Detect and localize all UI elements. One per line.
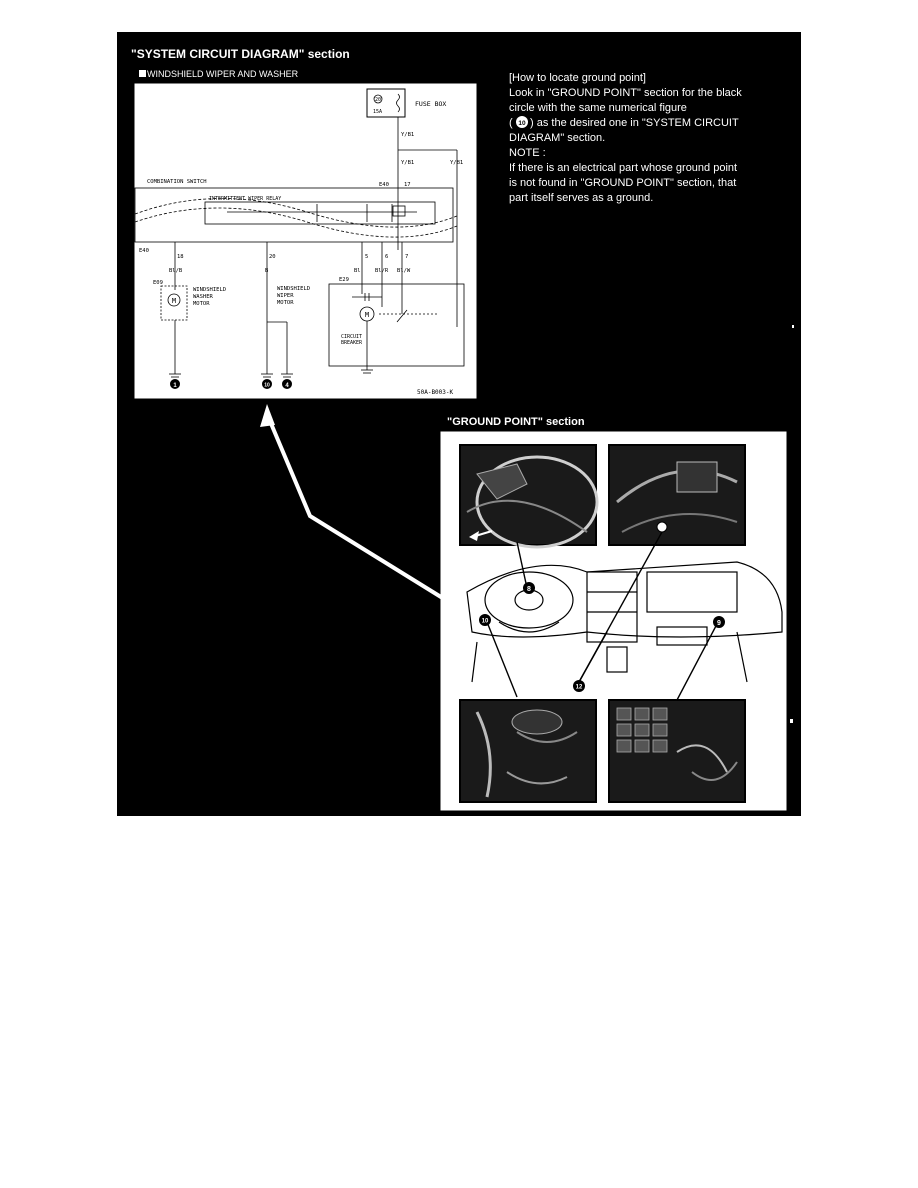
pin-20: 20 xyxy=(269,254,276,260)
howto-text-block: [How to locate ground point] Look in "GR… xyxy=(509,72,742,204)
pin-7: 7 xyxy=(405,254,408,260)
ground-callout-10-label: 10 xyxy=(482,619,489,625)
fuse-amperage: 15A xyxy=(373,109,382,115)
ground-point-section-title: "GROUND POINT" section xyxy=(447,416,585,428)
intermittent-relay-box xyxy=(204,201,436,225)
ground-callout-12 xyxy=(573,680,585,692)
pin-17-top: 17 xyxy=(404,182,411,188)
speck xyxy=(792,325,794,328)
wire-label-yb-2: Y/B1 xyxy=(401,160,414,166)
ground-callout-8-label: 8 xyxy=(527,586,531,593)
intermittent-relay-label: INTERMITTENT WIPER RELAY xyxy=(209,196,281,202)
circuit-breaker-label-1: CIRCUIT xyxy=(341,334,362,340)
howto-heading: [How to locate ground point] xyxy=(509,72,646,84)
ground-callout-10 xyxy=(479,614,491,626)
fuse-box-label: FUSE BOX xyxy=(415,100,446,108)
howto-line-6: If there is an electrical part whose gro… xyxy=(509,162,737,174)
combination-switch-box xyxy=(134,187,454,243)
howto-line-4: DIAGRAM" section. xyxy=(509,132,605,144)
washer-motor-label-2: WASHER xyxy=(193,294,214,300)
washer-connector-label: E09 xyxy=(153,280,163,286)
howto-line-1: Look in "GROUND POINT" section for the b… xyxy=(509,87,742,99)
photo-glove-box xyxy=(608,444,746,546)
ground-marker-10-label: 10 xyxy=(264,383,270,389)
howto-note: NOTE : xyxy=(509,147,546,159)
ground-marker-4-label: 4 xyxy=(285,383,289,389)
ground-callout-9 xyxy=(713,616,725,628)
pin-18: 18 xyxy=(177,254,184,260)
wire-label-b: B xyxy=(265,268,269,274)
photo-steering-column xyxy=(459,444,599,549)
pin-6: 6 xyxy=(385,254,388,260)
ground-marker-1 xyxy=(170,379,180,389)
wiper-motor-box xyxy=(328,283,465,367)
connector-e40-left: E40 xyxy=(139,248,149,254)
washer-motor-box xyxy=(160,285,188,321)
diagram-canvas: "SYSTEM CIRCUIT DIAGRAM" section WINDSHI… xyxy=(131,47,794,811)
circuit-diagram-panel: 20 15A FUSE BOX Y/B1 Y/B1 Y/B1 E40 17 CO… xyxy=(133,82,478,400)
howto-line-3: ) as the desired one in "SYSTEM CIRCUIT xyxy=(530,117,739,129)
link-arrow xyxy=(260,404,469,615)
wiper-motor-label-2: WIPER xyxy=(277,293,294,299)
wiper-motor-label-1: WINDSHIELD xyxy=(277,286,310,292)
svg-text:(: ( xyxy=(509,117,513,129)
dashboard-illustration xyxy=(466,561,783,683)
pin-5: 5 xyxy=(365,254,368,260)
circuit-title: WINDSHIELD WIPER AND WASHER xyxy=(147,69,299,79)
wire-label-blw: Bl/W xyxy=(397,268,411,274)
combination-switch-label: COMBINATION SWITCH xyxy=(147,179,207,185)
howto-line-2: circle with the same numerical figure xyxy=(509,102,687,114)
photo-left-kick-panel xyxy=(459,699,597,803)
howto-example-marker xyxy=(516,116,528,128)
ground-point-panel: 8 10 12 9 xyxy=(440,431,787,811)
system-circuit-section-title: "SYSTEM CIRCUIT DIAGRAM" section xyxy=(131,47,350,61)
fuse-box xyxy=(366,88,406,118)
ground-callout-8 xyxy=(523,582,535,594)
washer-motor-label-1: WINDSHIELD xyxy=(193,287,226,293)
howto-line-7: is not found in "GROUND POINT" section, … xyxy=(509,177,736,189)
ground-marker-10 xyxy=(262,379,272,389)
circuit-breaker-label-2: BREAKER xyxy=(341,340,363,346)
wire-label-bl: Bl xyxy=(354,268,361,274)
title-bullet xyxy=(139,70,146,77)
callout-leaders xyxy=(486,531,718,701)
ground-symbols xyxy=(169,369,373,378)
howto-line-8: part itself serves as a ground. xyxy=(509,192,653,204)
ground-marker-4 xyxy=(282,379,292,389)
diagram-code: 50A-B003-K xyxy=(417,389,454,396)
connector-e40-top: E40 xyxy=(379,182,389,188)
fuse-number-circle xyxy=(373,94,383,104)
washer-motor-symbol xyxy=(167,293,181,307)
fuse-symbol xyxy=(396,93,400,113)
ground-marker-1-label: 1 xyxy=(173,383,177,389)
diagram-figure: "SYSTEM CIRCUIT DIAGRAM" section WINDSHI… xyxy=(117,32,801,816)
howto-example-marker-label: 10 xyxy=(518,120,526,127)
washer-motor-label-3: MOTOR xyxy=(193,301,210,307)
wiper-connector-label: E29 xyxy=(339,277,349,283)
ground-callout-12-label: 12 xyxy=(576,685,583,691)
washer-motor-m: M xyxy=(172,297,176,305)
ground-callout-9-label: 9 xyxy=(717,620,721,627)
wire-label-yb-3: Y/B1 xyxy=(450,160,463,166)
photo-right-kick-panel xyxy=(608,699,746,803)
wire-label-blb: Bl/B xyxy=(169,268,183,274)
fuse-number: 20 xyxy=(375,97,381,103)
wire-label-blr: Bl/R xyxy=(375,268,389,274)
wiper-motor-m: M xyxy=(365,311,369,319)
speck xyxy=(790,719,793,723)
wiper-motor-label-3: MOTOR xyxy=(277,300,294,306)
wire-label-yb-1: Y/B1 xyxy=(401,132,414,138)
